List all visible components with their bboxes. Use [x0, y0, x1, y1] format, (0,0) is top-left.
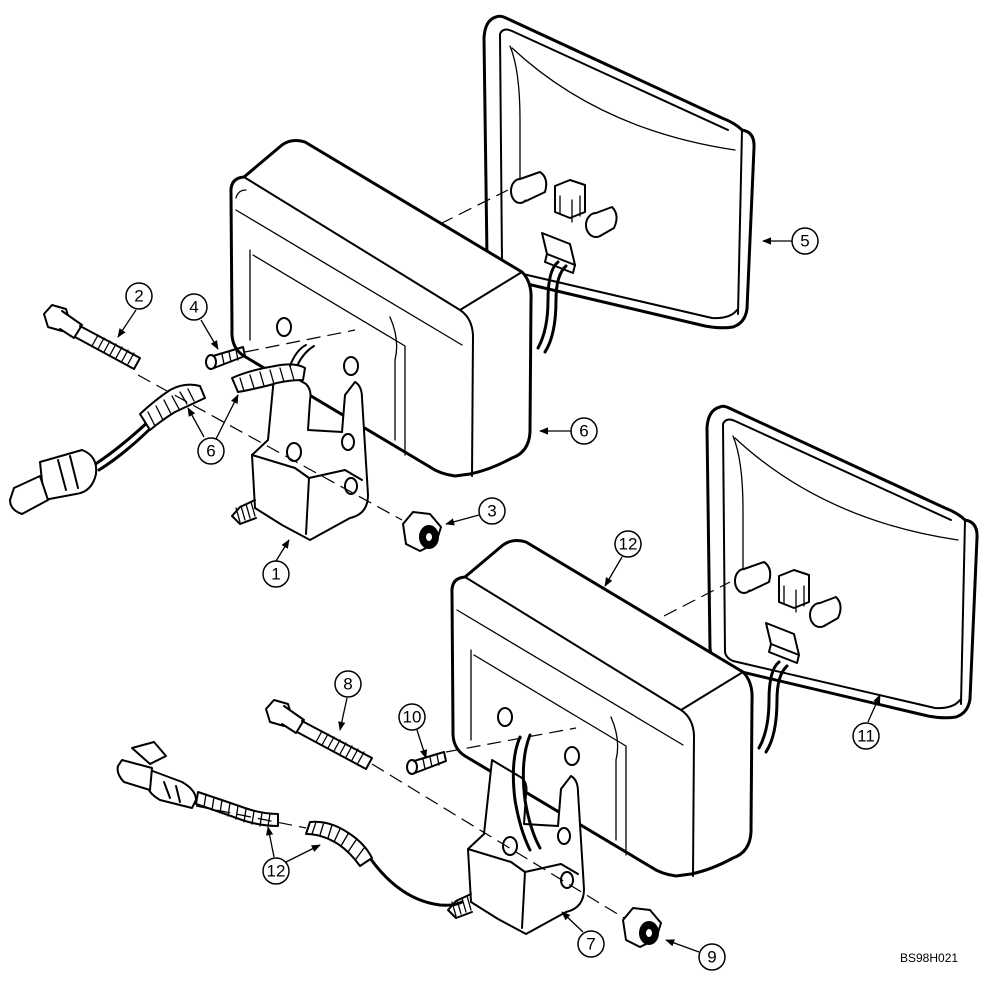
callout-12a: 12: [604, 530, 642, 587]
callout-label-12a: 12: [619, 535, 638, 554]
callout-label-8: 8: [343, 675, 352, 694]
upper-bracket-1: [231, 365, 369, 541]
callout-11: 11: [852, 694, 881, 750]
drawing-id: BS98H021: [900, 951, 958, 965]
lower-screw-10: [406, 751, 447, 775]
callout-6b: 6: [539, 417, 598, 445]
callout-label-3: 3: [487, 502, 496, 521]
callout-label-6a: 6: [206, 442, 215, 461]
upper-dashed-line-1: [137, 374, 403, 521]
upper-harness-6: [9, 344, 315, 515]
callout-label-1: 1: [271, 565, 280, 584]
callout-8: 8: [334, 670, 362, 731]
upper-lens-5: [482, 14, 756, 330]
lower-dashed-line-3: [663, 581, 731, 617]
callout-9: 9: [665, 939, 726, 971]
callout-label-11: 11: [857, 727, 875, 746]
callout-1: 1: [262, 539, 290, 588]
lower-lens-11: [705, 404, 979, 720]
lower-dashed-line-2: [445, 727, 577, 753]
lower-lamp-assembly: [116, 404, 979, 948]
lower-nut-9: [622, 907, 662, 948]
callout-10: 10: [398, 703, 427, 759]
lower-dashed-line-4: [195, 805, 307, 829]
callout-label-12b: 12: [267, 862, 286, 881]
callout-6a: 6: [187, 394, 239, 465]
lower-dashed-line-1: [371, 763, 625, 919]
callout-label-4: 4: [189, 298, 198, 317]
upper-bolt-2: [43, 304, 141, 370]
callout-5: 5: [762, 227, 819, 255]
upper-screw-4: [205, 346, 246, 370]
upper-nut-3: [402, 511, 442, 552]
callout-label-6b: 6: [579, 422, 588, 441]
upper-lamp-assembly: [9, 14, 756, 552]
callout-label-2: 2: [134, 287, 143, 306]
callout-3: 3: [445, 497, 506, 526]
callout-2: 2: [117, 282, 153, 338]
callout-label-5: 5: [800, 232, 809, 251]
callout-7: 7: [561, 911, 605, 958]
callout-label-10: 10: [403, 708, 422, 727]
upper-dashed-line-3: [439, 189, 509, 225]
lower-bolt-8: [265, 699, 373, 770]
callout-label-9: 9: [707, 948, 716, 967]
callout-12b: 12: [262, 826, 321, 885]
upper-dashed-line-2: [244, 329, 356, 353]
callout-label-7: 7: [586, 935, 595, 954]
callout-4: 4: [180, 293, 219, 350]
